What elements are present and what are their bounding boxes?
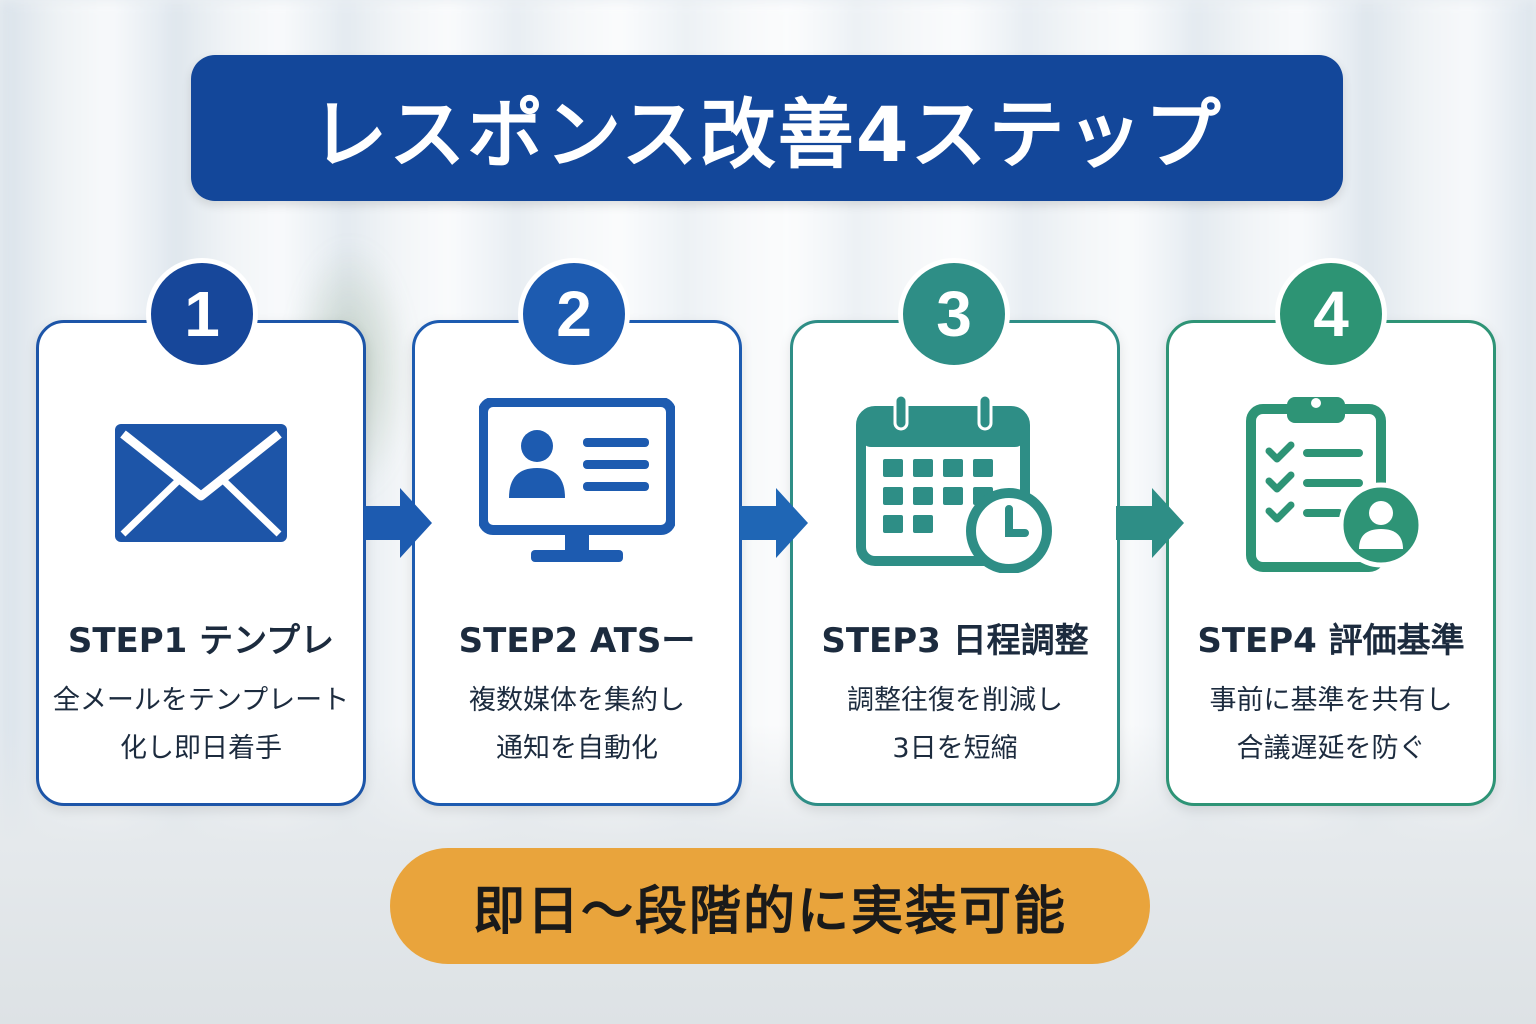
step-title: STEP4 評価基準 <box>1197 621 1465 661</box>
step-title: STEP1 テンプレ <box>67 621 335 661</box>
step-description-line: 化し即日着手 <box>120 733 282 764</box>
step-card-4: STEP4 評価基準 事前に基準を共有し 合議遅延を防ぐ <box>1166 320 1496 806</box>
calendar-clock-icon <box>855 393 1055 573</box>
step-description-line: 複数媒体を集約し <box>469 685 685 716</box>
step-card-1: STEP1 テンプレ 全メールをテンプレート 化し即日着手 <box>36 320 366 806</box>
step-description: 全メールをテンプレート 化し即日着手 <box>39 677 363 773</box>
mail-envelope-icon <box>101 393 301 573</box>
arrow-right-icon <box>364 488 432 558</box>
step-card-3: STEP3 日程調整 調整往復を削減し 3日を短縮 <box>790 320 1120 806</box>
page-title: レスポンス改善4ステップ <box>311 90 1223 179</box>
step-number-badge-1: 1 <box>146 258 258 370</box>
arrow-right-icon <box>1116 488 1184 558</box>
arrow-right-icon <box>740 488 808 558</box>
step-number-badge-2: 2 <box>518 258 630 370</box>
step-description: 事前に基準を共有し 合議遅延を防ぐ <box>1169 677 1493 773</box>
step-description-line: 3日を短縮 <box>892 733 1018 764</box>
step-description-line: 全メールをテンプレート <box>52 685 350 716</box>
step-number-badge-4: 4 <box>1275 258 1387 370</box>
step-description-line: 通知を自動化 <box>496 733 658 764</box>
step-description: 複数媒体を集約し 通知を自動化 <box>415 677 739 773</box>
step-description-line: 調整往復を削減し <box>847 685 1063 716</box>
step-card-2: STEP2 ATSー 複数媒体を集約し 通知を自動化 <box>412 320 742 806</box>
clipboard-checklist-person-icon <box>1231 393 1431 573</box>
step-description-line: 事前に基準を共有し <box>1209 685 1453 716</box>
ats-monitor-profile-icon <box>477 393 677 573</box>
footer-text: 即日〜段階的に実装可能 <box>472 881 1067 942</box>
step-title: STEP3 日程調整 <box>821 621 1089 661</box>
step-title: STEP2 ATSー <box>458 621 696 661</box>
step-description: 調整往復を削減し 3日を短縮 <box>793 677 1117 773</box>
step-description-line: 合議遅延を防ぐ <box>1236 733 1426 764</box>
step-number-badge-3: 3 <box>898 258 1010 370</box>
title-banner: レスポンス改善4ステップ <box>191 55 1343 201</box>
footer-banner: 即日〜段階的に実装可能 <box>390 848 1150 964</box>
